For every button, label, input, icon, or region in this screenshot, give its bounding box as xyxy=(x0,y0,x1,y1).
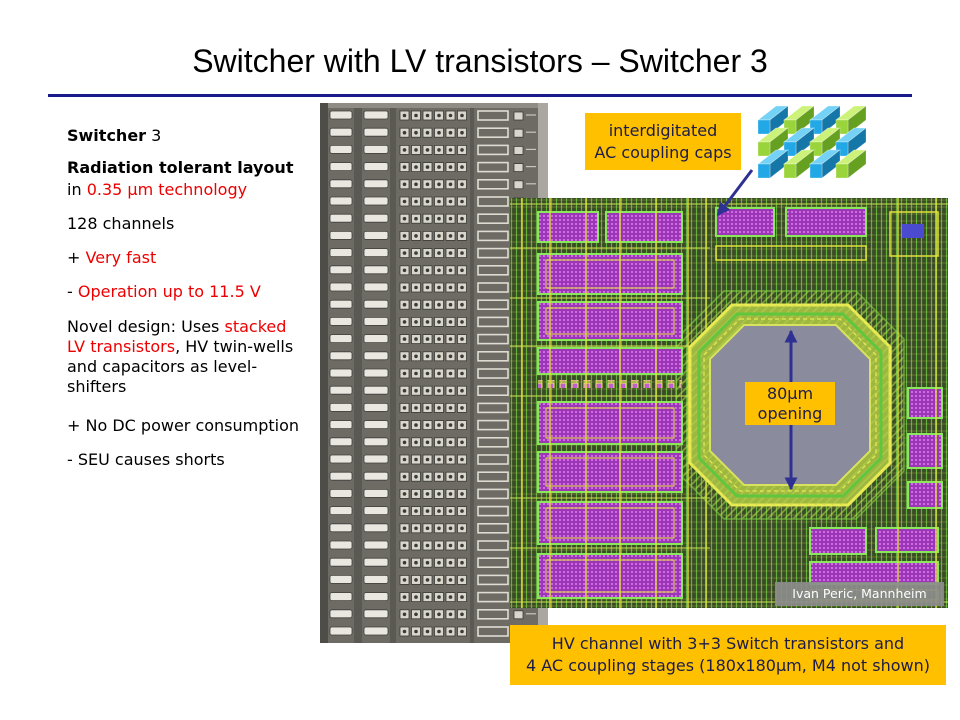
fast-prefix: + xyxy=(67,248,81,267)
operation-line: - Operation up to 11.5 V xyxy=(67,281,261,303)
opening-callout-line-2: opening xyxy=(757,403,823,423)
caps-callout-line-2: AC coupling caps xyxy=(594,142,732,162)
pad-row xyxy=(329,161,536,173)
pad-row xyxy=(329,368,536,379)
heading-rest: 3 xyxy=(151,126,162,145)
pad-row xyxy=(329,557,536,569)
layout-caption: HV channel with 3+3 Switch transistors a… xyxy=(510,625,946,685)
novel-red-2: LV transistors xyxy=(67,337,176,356)
fast-line: + Very fast xyxy=(67,247,156,269)
pad-row xyxy=(329,110,536,121)
novel-line-2: LV transistors, HV twin-wells xyxy=(67,337,293,357)
pad-row xyxy=(329,247,536,259)
slide-title: Switcher with LV transistors – Switcher … xyxy=(192,43,768,79)
pad-row xyxy=(329,144,536,156)
pad-row xyxy=(329,351,536,362)
capacitor-finger xyxy=(757,149,789,179)
caps-callout: interdigitated AC coupling caps xyxy=(585,113,741,170)
capacitor-finger xyxy=(809,149,841,179)
novel-pre: Novel design: Uses xyxy=(67,317,220,336)
caption-line-2: 4 AC coupling stages (180x180µm, M4 not … xyxy=(526,656,930,675)
capacitor-finger xyxy=(809,105,841,135)
pad-row xyxy=(329,196,536,207)
novel-line-3: and capacitors as level- xyxy=(67,357,258,376)
pad-row xyxy=(329,540,536,551)
radiation-technology: 0.35 µm technology xyxy=(86,180,248,199)
pad-row xyxy=(329,471,536,483)
heading-bold: Switcher xyxy=(67,126,147,145)
title-rule xyxy=(48,94,912,97)
capacitor-finger xyxy=(835,149,867,179)
fast-text: Very fast xyxy=(85,248,157,267)
pad-row xyxy=(329,179,536,190)
operation-text: Operation up to 11.5 V xyxy=(77,282,261,301)
caps-callout-line-1: interdigitated xyxy=(608,120,718,140)
operation-prefix: - xyxy=(67,282,73,301)
capacitor-finger xyxy=(757,105,789,135)
caption-line-1: HV channel with 3+3 Switch transistors a… xyxy=(551,634,905,653)
radiation-bold: Radiation tolerant layout xyxy=(67,158,294,177)
layout-image xyxy=(510,198,948,608)
pad-row xyxy=(329,385,536,397)
novel-red-1: stacked xyxy=(224,317,287,336)
radiation-line-1: Radiation tolerant layout xyxy=(67,157,293,179)
contact-row xyxy=(538,380,682,388)
pad-row xyxy=(329,213,536,224)
seu-line: - SEU causes shorts xyxy=(67,450,225,469)
pad-row xyxy=(329,333,536,345)
novel-line-1: Novel design: Uses stacked xyxy=(67,317,286,337)
image-credit: Ivan Peric, Mannheim xyxy=(775,582,944,606)
channels-line: 128 channels xyxy=(67,214,175,233)
opening-callout-line-1: 80µm xyxy=(766,383,814,403)
radiation-line-2: in 0.35 µm technology xyxy=(67,179,247,201)
block-inner-outlines xyxy=(545,259,675,593)
opening-callout: 80µm opening xyxy=(745,382,835,425)
pad-row xyxy=(329,127,536,139)
capacitor-finger xyxy=(835,105,867,135)
pad-row xyxy=(329,505,536,517)
pad-row xyxy=(329,608,536,620)
capacitor-finger xyxy=(783,127,815,157)
no-dc-line: + No DC power consumption xyxy=(67,416,300,435)
radiation-pre: in xyxy=(67,180,82,199)
novel-post: , HV twin-wells xyxy=(175,337,294,356)
novel-line-4: shifters xyxy=(67,377,127,396)
heading-line: Switcher 3 xyxy=(67,125,161,147)
pad-rows xyxy=(329,110,536,637)
pad-row xyxy=(329,522,536,534)
interdigitated-capacitor-icon xyxy=(757,105,867,179)
